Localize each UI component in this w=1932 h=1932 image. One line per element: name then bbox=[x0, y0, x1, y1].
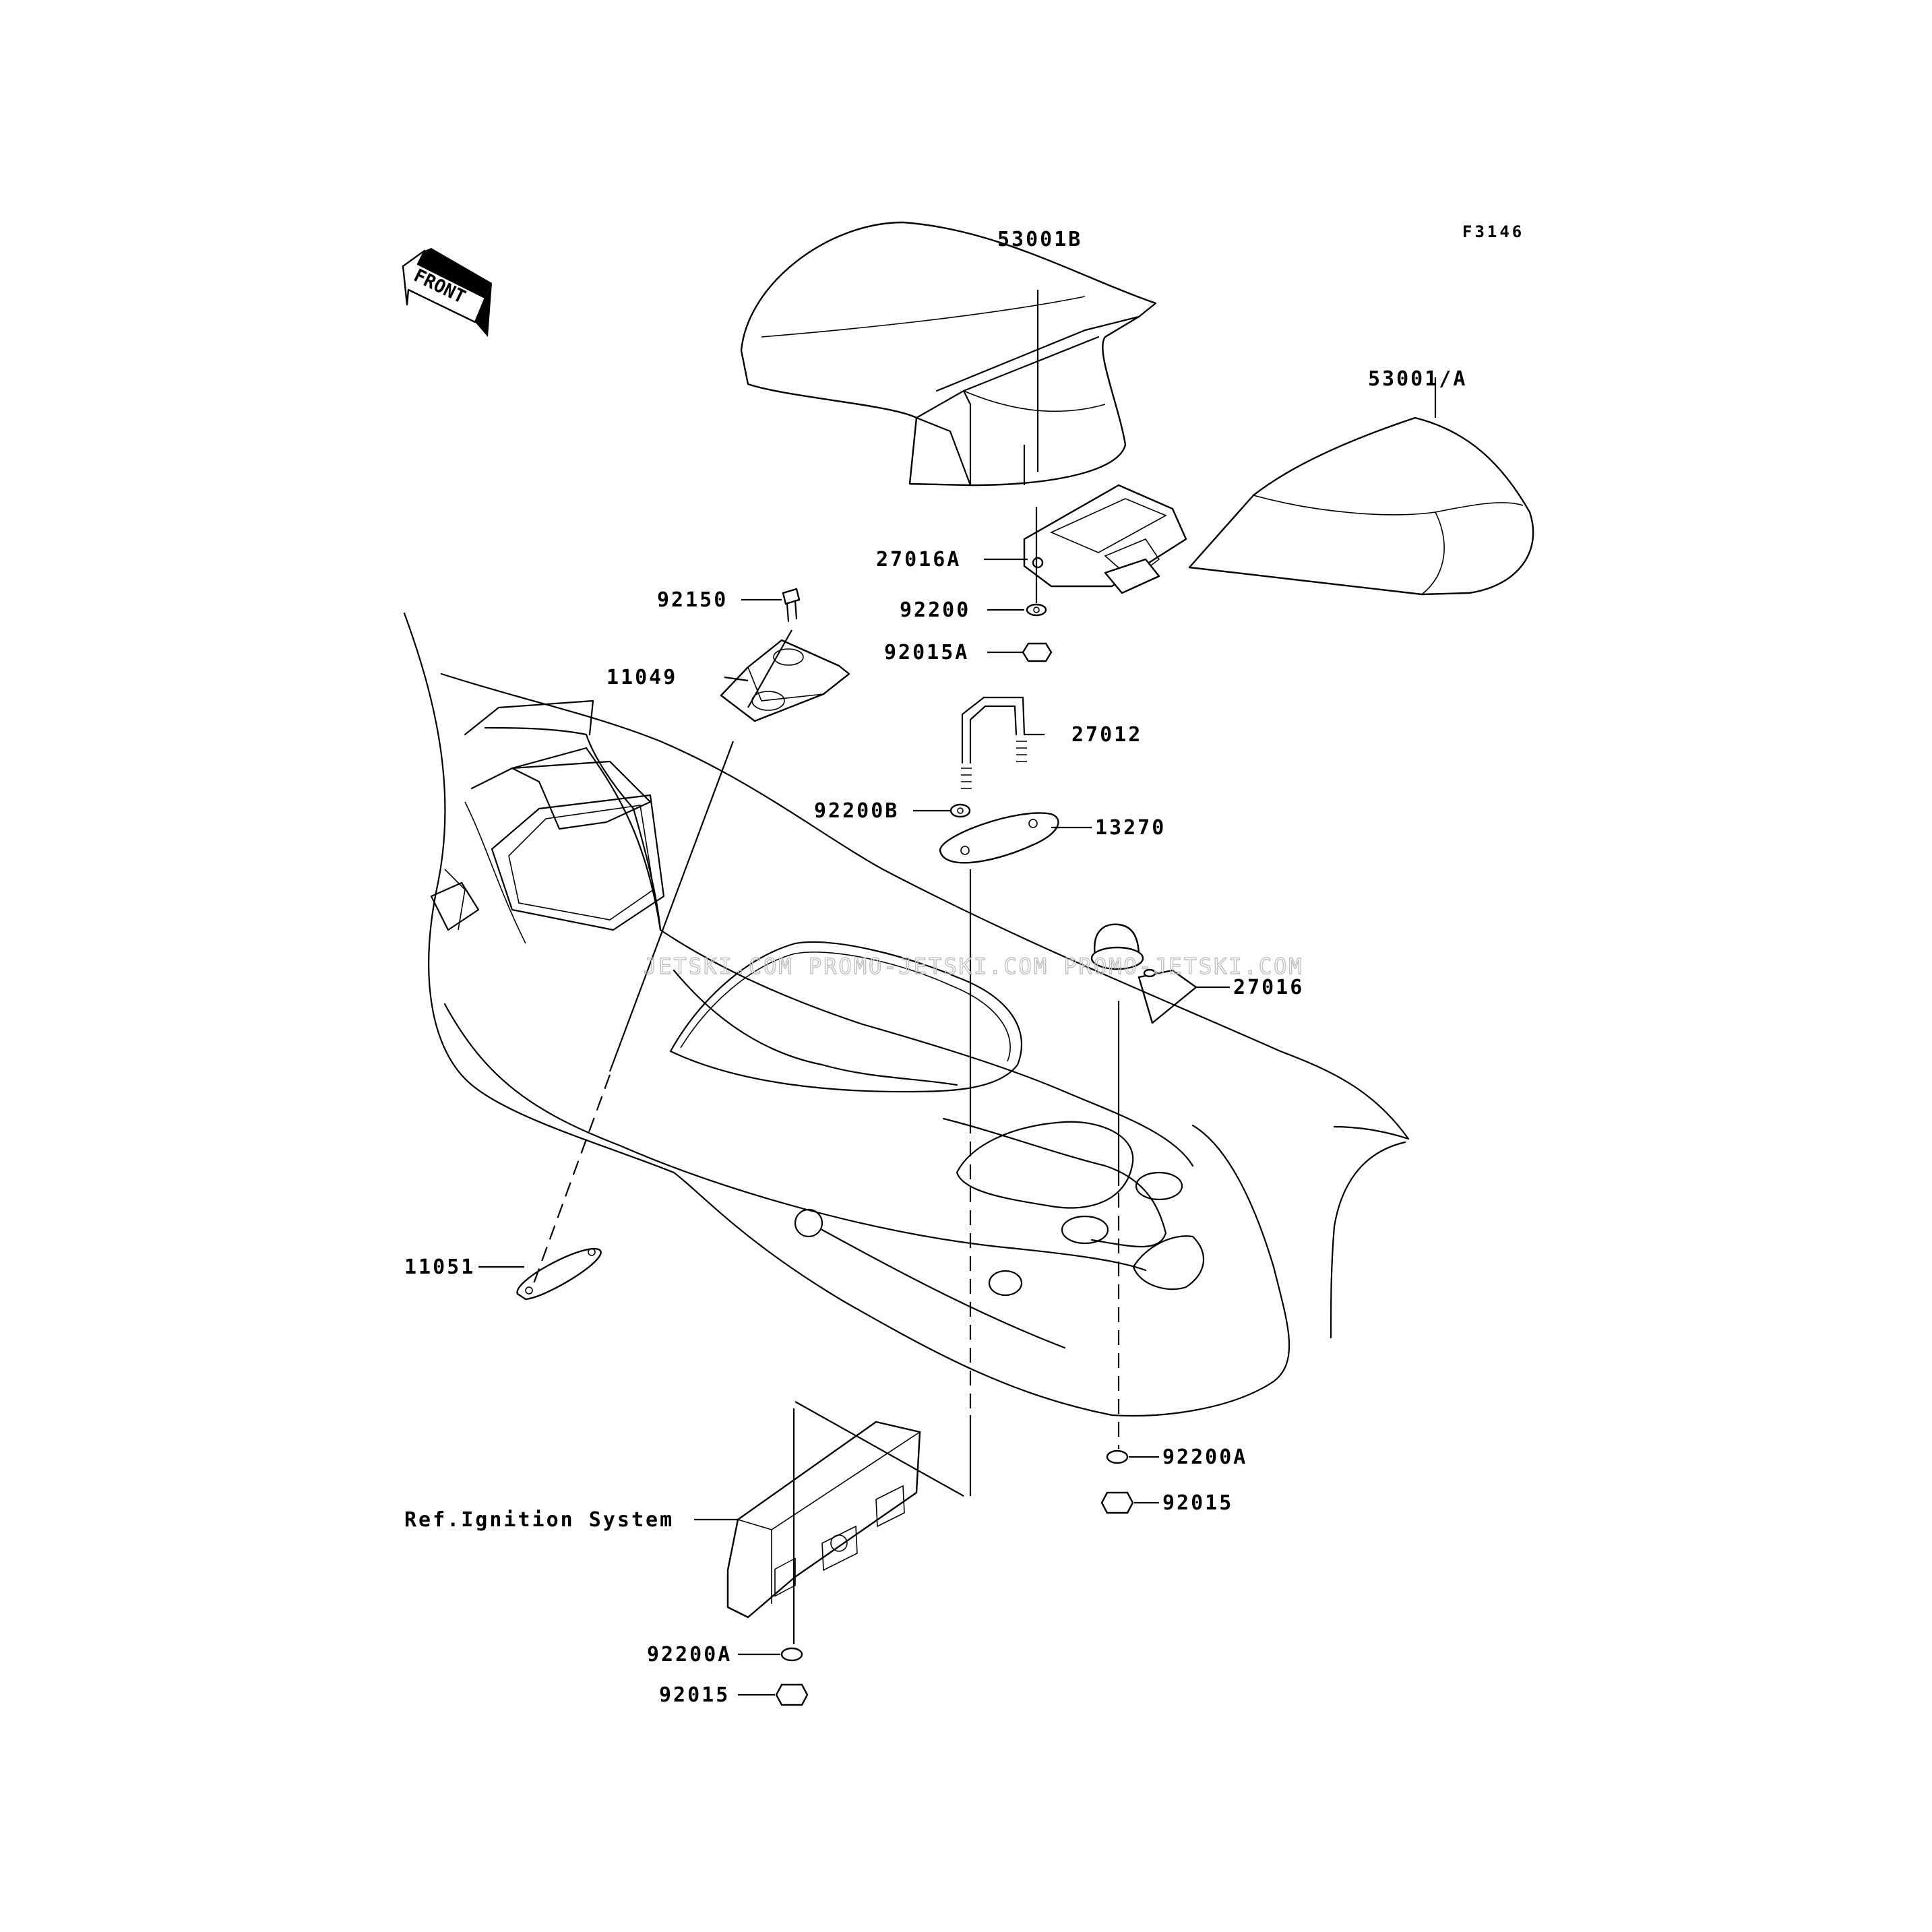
callout-27012: 27012 bbox=[1071, 723, 1142, 747]
dash-hull-strap bbox=[531, 1074, 611, 1288]
u-bolt bbox=[961, 696, 1027, 789]
callout-92015-bottom: 92015 bbox=[659, 1683, 730, 1707]
callout-13270: 13270 bbox=[1095, 816, 1166, 840]
callout-92200: 92200 bbox=[900, 598, 970, 622]
hull-body bbox=[403, 612, 1410, 1417]
callout-53001a: 53001/A bbox=[1368, 367, 1467, 391]
washer-92200a-right bbox=[1106, 1450, 1129, 1464]
callout-27016: 27016 bbox=[1233, 976, 1304, 999]
callout-11049: 11049 bbox=[606, 666, 677, 689]
nut-92015A bbox=[1022, 642, 1053, 662]
callout-11051: 11051 bbox=[404, 1255, 475, 1279]
front-arrow-icon: FRONT bbox=[402, 248, 492, 337]
nut-92015-bottom bbox=[775, 1683, 809, 1706]
washer-92200b bbox=[949, 803, 971, 818]
callout-27016a: 27016A bbox=[876, 548, 961, 571]
callout-92200a-bottom: 92200A bbox=[647, 1643, 732, 1666]
nut-92015-right bbox=[1100, 1491, 1134, 1514]
washer-92200 bbox=[1026, 603, 1047, 617]
callout-92200a-right: 92200A bbox=[1162, 1445, 1247, 1469]
seat-latch bbox=[1023, 484, 1187, 594]
bolt-92150 bbox=[782, 588, 801, 623]
callout-92200b: 92200B bbox=[814, 799, 899, 823]
front-seat bbox=[1188, 416, 1534, 596]
strap-11051 bbox=[516, 1248, 602, 1301]
callout-ref-ignition-system: Ref.Ignition System bbox=[404, 1508, 674, 1532]
washer-92200a-bottom bbox=[780, 1647, 803, 1662]
callout-92150: 92150 bbox=[657, 588, 728, 612]
callout-53001b: 53001B bbox=[997, 228, 1082, 251]
rear-seat bbox=[740, 221, 1157, 487]
diagram-code: F3146 bbox=[1462, 222, 1524, 241]
callout-92015a: 92015A bbox=[884, 641, 969, 664]
watermark: JETSKI.COM PROMO-JETSKI.COM PROMO-JETSKI… bbox=[644, 954, 1304, 979]
callout-92015-right: 92015 bbox=[1162, 1491, 1233, 1515]
ignition-box bbox=[726, 1421, 921, 1619]
bracket-11049 bbox=[720, 639, 850, 722]
plate-13270 bbox=[939, 812, 1059, 864]
